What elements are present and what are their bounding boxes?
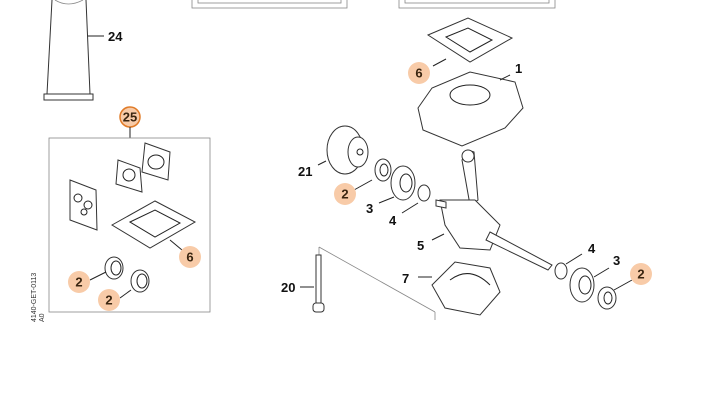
svg-text:6: 6 [186,250,193,265]
top-partial-frames [191,0,556,9]
svg-text:25: 25 [123,110,137,125]
callout-3-left[interactable]: 3 [366,201,373,216]
svg-text:2: 2 [105,293,112,308]
svg-text:2: 2 [75,275,82,290]
callout-20[interactable]: 20 [281,280,295,295]
engine-assembly [300,17,633,320]
callout-2-kit-a[interactable]: 2 [68,271,90,293]
callout-7[interactable]: 7 [402,271,409,286]
svg-text:2: 2 [341,187,348,202]
gasket-kit-box [48,137,211,313]
callout-2-clutch-side[interactable]: 2 [334,183,356,205]
drawing-revision: A0 [39,313,46,322]
callout-24[interactable]: 24 [108,29,123,44]
callout-2-kit-b[interactable]: 2 [98,289,120,311]
drawing-code: 4140-GET-0113 [31,273,38,322]
callout-2-right[interactable]: 2 [630,263,652,285]
kit-gaskets [69,142,197,299]
callout-6-cylinder[interactable]: 6 [408,62,430,84]
callout-4-right[interactable]: 4 [588,241,596,256]
callout-25[interactable]: 25 [119,106,141,128]
callout-6-kit[interactable]: 6 [179,246,201,268]
callout-4-left[interactable]: 4 [389,213,397,228]
callout-3-right[interactable]: 3 [613,253,620,268]
callout-1[interactable]: 1 [515,61,522,76]
callout-21[interactable]: 21 [298,164,312,179]
svg-text:6: 6 [415,66,422,81]
part-24-tube [43,0,104,101]
callout-5[interactable]: 5 [417,238,424,253]
svg-text:2: 2 [637,267,644,282]
